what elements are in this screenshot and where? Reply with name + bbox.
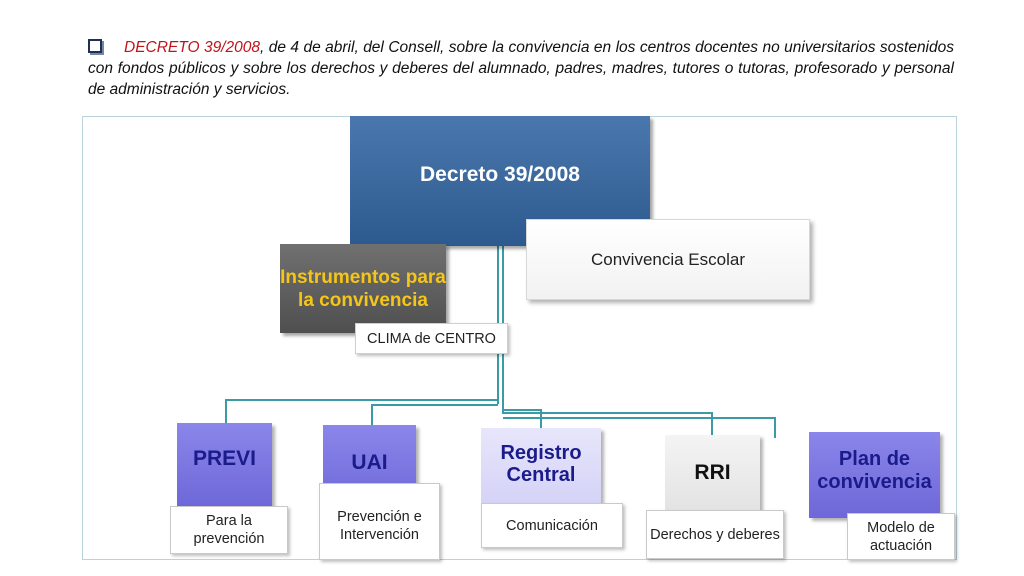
previ-note: Para la prevención — [170, 506, 288, 554]
plan-convivencia-node: Plan de convivencia — [809, 432, 940, 518]
intro-text: , de 4 de abril, del Consell, sobre la c… — [88, 39, 954, 98]
branch-rri — [503, 412, 713, 435]
clima-centro-label: CLIMA de CENTRO — [355, 323, 508, 354]
checkbox-bullet-icon — [88, 39, 102, 53]
branch-plan — [503, 417, 776, 438]
convivencia-escolar-node: Convivencia Escolar — [526, 219, 810, 300]
previ-node: PREVI — [177, 423, 272, 509]
registro-central-note: Comunicación — [481, 503, 623, 548]
plan-convivencia-note: Modelo de actuación — [847, 513, 955, 560]
intro-paragraph: DECRETO 39/2008, de 4 de abril, del Cons… — [88, 37, 954, 100]
registro-central-node: Registro Central — [481, 428, 601, 510]
instruments-node: Instrumentos para la convivencia — [280, 244, 446, 333]
uai-note: Prevención e Intervención — [319, 483, 440, 560]
branch-uai — [371, 404, 498, 425]
branch-previ — [225, 399, 498, 423]
rri-note: Derechos y deberes — [646, 510, 784, 559]
decree-reference: DECRETO 39/2008 — [124, 39, 260, 56]
rri-node: RRI — [665, 435, 760, 515]
branch-registro — [503, 409, 542, 428]
